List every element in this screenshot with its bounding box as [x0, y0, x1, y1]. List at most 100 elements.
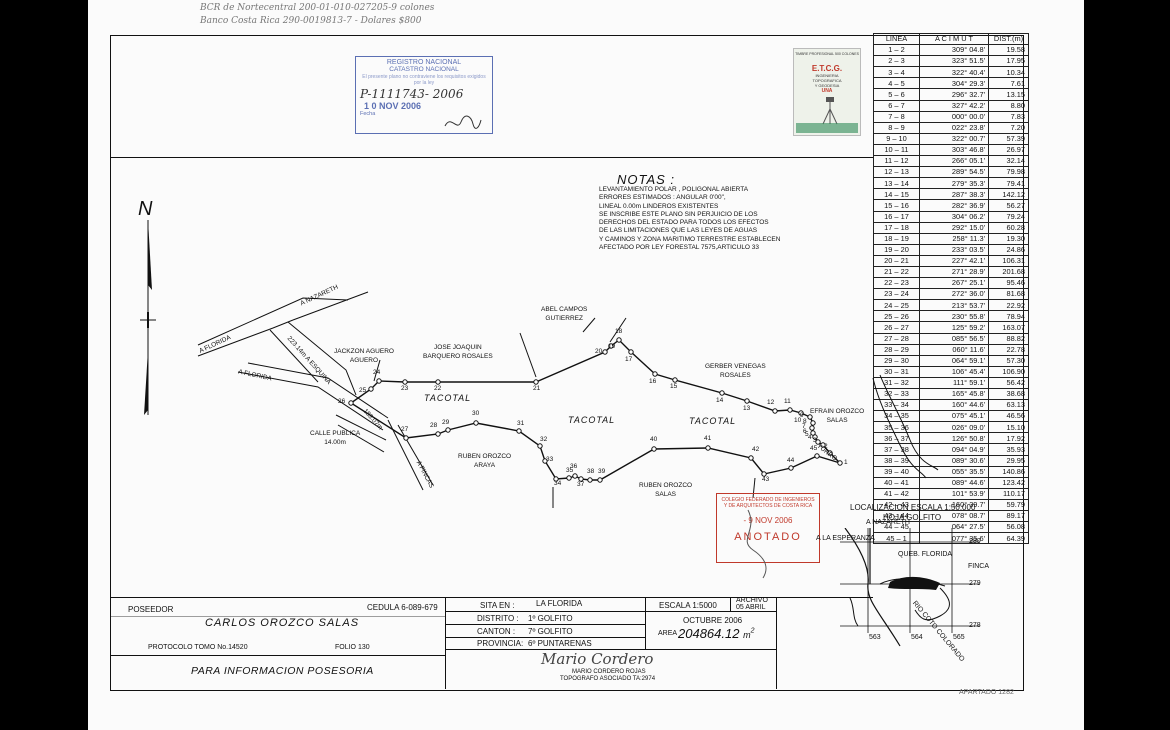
point-label: 1 [844, 459, 848, 466]
notas-line: ERRORES ESTIMADOS : ANGULAR 0'00", [599, 194, 726, 202]
point-label: 32 [540, 436, 548, 443]
notas-line: LINEAL 0.00m LINDEROS EXISTENTES [599, 202, 719, 210]
provincia-value: 6º PUNTARENAS [528, 639, 592, 648]
boundary-point [814, 453, 820, 459]
stamp-date: 1 0 NOV 2006 [364, 101, 422, 111]
boundary-stub-18 [582, 317, 596, 333]
purpose: PARA INFORMACION POSESORIA [191, 665, 374, 677]
point-label: 20 [595, 348, 603, 355]
point-label: 15 [670, 383, 678, 390]
etcg-line1: INGENIERIA [815, 73, 839, 78]
owner-ruben-araya: RUBEN OROZCO ARAYA [458, 452, 511, 470]
owner-gerber-line2: ROSALES [719, 372, 751, 379]
point-label: 19 [608, 343, 616, 350]
tacotal-label-2: TACOTAL [568, 415, 616, 425]
boundary-point [445, 427, 451, 433]
point-label: 7 [802, 423, 806, 430]
point-label: 43 [762, 476, 770, 483]
road-florida-lower [237, 371, 384, 431]
loc-grid-280: 280 [969, 538, 981, 545]
loc-grid-278: 278 [969, 622, 981, 629]
boundary-point [578, 476, 584, 482]
stamp-title: REGISTRO NACIONAL [386, 59, 462, 66]
loc-a-nazareth: A NAZARETH [866, 519, 910, 526]
loc-grid-279: 279 [969, 580, 981, 587]
loc-grid-563: 563 [869, 634, 881, 641]
boundary-point [553, 476, 559, 482]
row-dist: 10.34 [988, 66, 1029, 79]
area-unit: m [743, 630, 751, 640]
boundary-stub-17 [609, 317, 627, 343]
north-label: N [138, 198, 153, 220]
point-label: 14 [716, 397, 724, 404]
red-stamp-date: - 9 NOV 2006 [743, 516, 793, 525]
boundary-point [809, 425, 815, 431]
canton-value: 7º GOLFITO [528, 627, 573, 636]
loc-queb: QUEB. FLORIDA [898, 551, 953, 558]
point-label: 8 [803, 418, 807, 425]
owner-ruben-araya-line2: ARAYA [474, 462, 496, 469]
etcg-top: TIMBRE PROFESIONAL 500 COLONES [795, 52, 859, 56]
notas-line: DE LAS LIMITACIONES QUE LAS LEYES DE AGU… [599, 227, 758, 235]
red-stamp-anotado: ANOTADO [734, 531, 802, 543]
location-map [840, 528, 980, 647]
point-label: 45 [810, 445, 818, 452]
row-dist: 7.83 [988, 110, 1029, 123]
road-fincas-2 [397, 424, 434, 486]
property-boundary [349, 339, 841, 481]
distrito-value: 1º GOLFITO [528, 614, 573, 623]
road-florida-upper [197, 319, 294, 357]
tb-hline-6 [110, 616, 445, 617]
location-title-1: LOCALIZACION ESCALA 1:50.000 [850, 503, 976, 512]
tb-hline-2 [445, 624, 645, 625]
tb-hline-3 [445, 637, 645, 638]
point-label: 41 [704, 435, 712, 442]
tb-hline-5 [110, 655, 445, 656]
point-label: 40 [650, 436, 658, 443]
point-label: 34 [554, 480, 562, 487]
owner-jackzon: JACKZON AGUERO AGUERO [334, 347, 394, 365]
boundary-point [651, 446, 657, 452]
owner-ruben-salas-line1: RUBEN OROZCO [639, 482, 693, 489]
surveyor-name: MARIO CORDERO ROJAS [572, 669, 646, 675]
boundary-point [608, 343, 614, 349]
row-linea: 5 – 6 [873, 88, 920, 101]
etcg-line4: UNA [821, 88, 833, 94]
title-block-divider [110, 597, 873, 598]
point-label: 44 [787, 457, 795, 464]
area-value: 204864.12 [678, 626, 740, 641]
boundary-point [628, 349, 634, 355]
river-line-1 [872, 377, 927, 479]
row-acimut: 296° 32.7' [919, 88, 989, 101]
point-label: 35 [566, 467, 574, 474]
boundary-point [798, 410, 804, 416]
boundary-point [810, 430, 816, 436]
boundary-point [837, 460, 843, 466]
boundary-stub-43 [752, 477, 756, 499]
registro-nacional-stamp: REGISTRO NACIONAL CATASTRO NACIONAL El p… [355, 56, 493, 134]
boundary-point [772, 408, 778, 414]
tb-vline-3 [776, 597, 777, 689]
row-dist: 7.61 [988, 77, 1029, 90]
archivo-2: 05 ABRIL [736, 604, 766, 611]
tb-hline-4 [445, 649, 776, 650]
property-map [197, 291, 939, 508]
area-sup: 2 [750, 627, 755, 635]
stamp-text: El presente plano no contraviene los req… [362, 74, 486, 86]
poseedor-name: CARLOS OROZCO SALAS [205, 617, 360, 629]
boundary-point [616, 337, 622, 343]
boundary-point [705, 445, 711, 451]
point-label: 16 [649, 378, 657, 385]
boundary-point [820, 442, 826, 448]
